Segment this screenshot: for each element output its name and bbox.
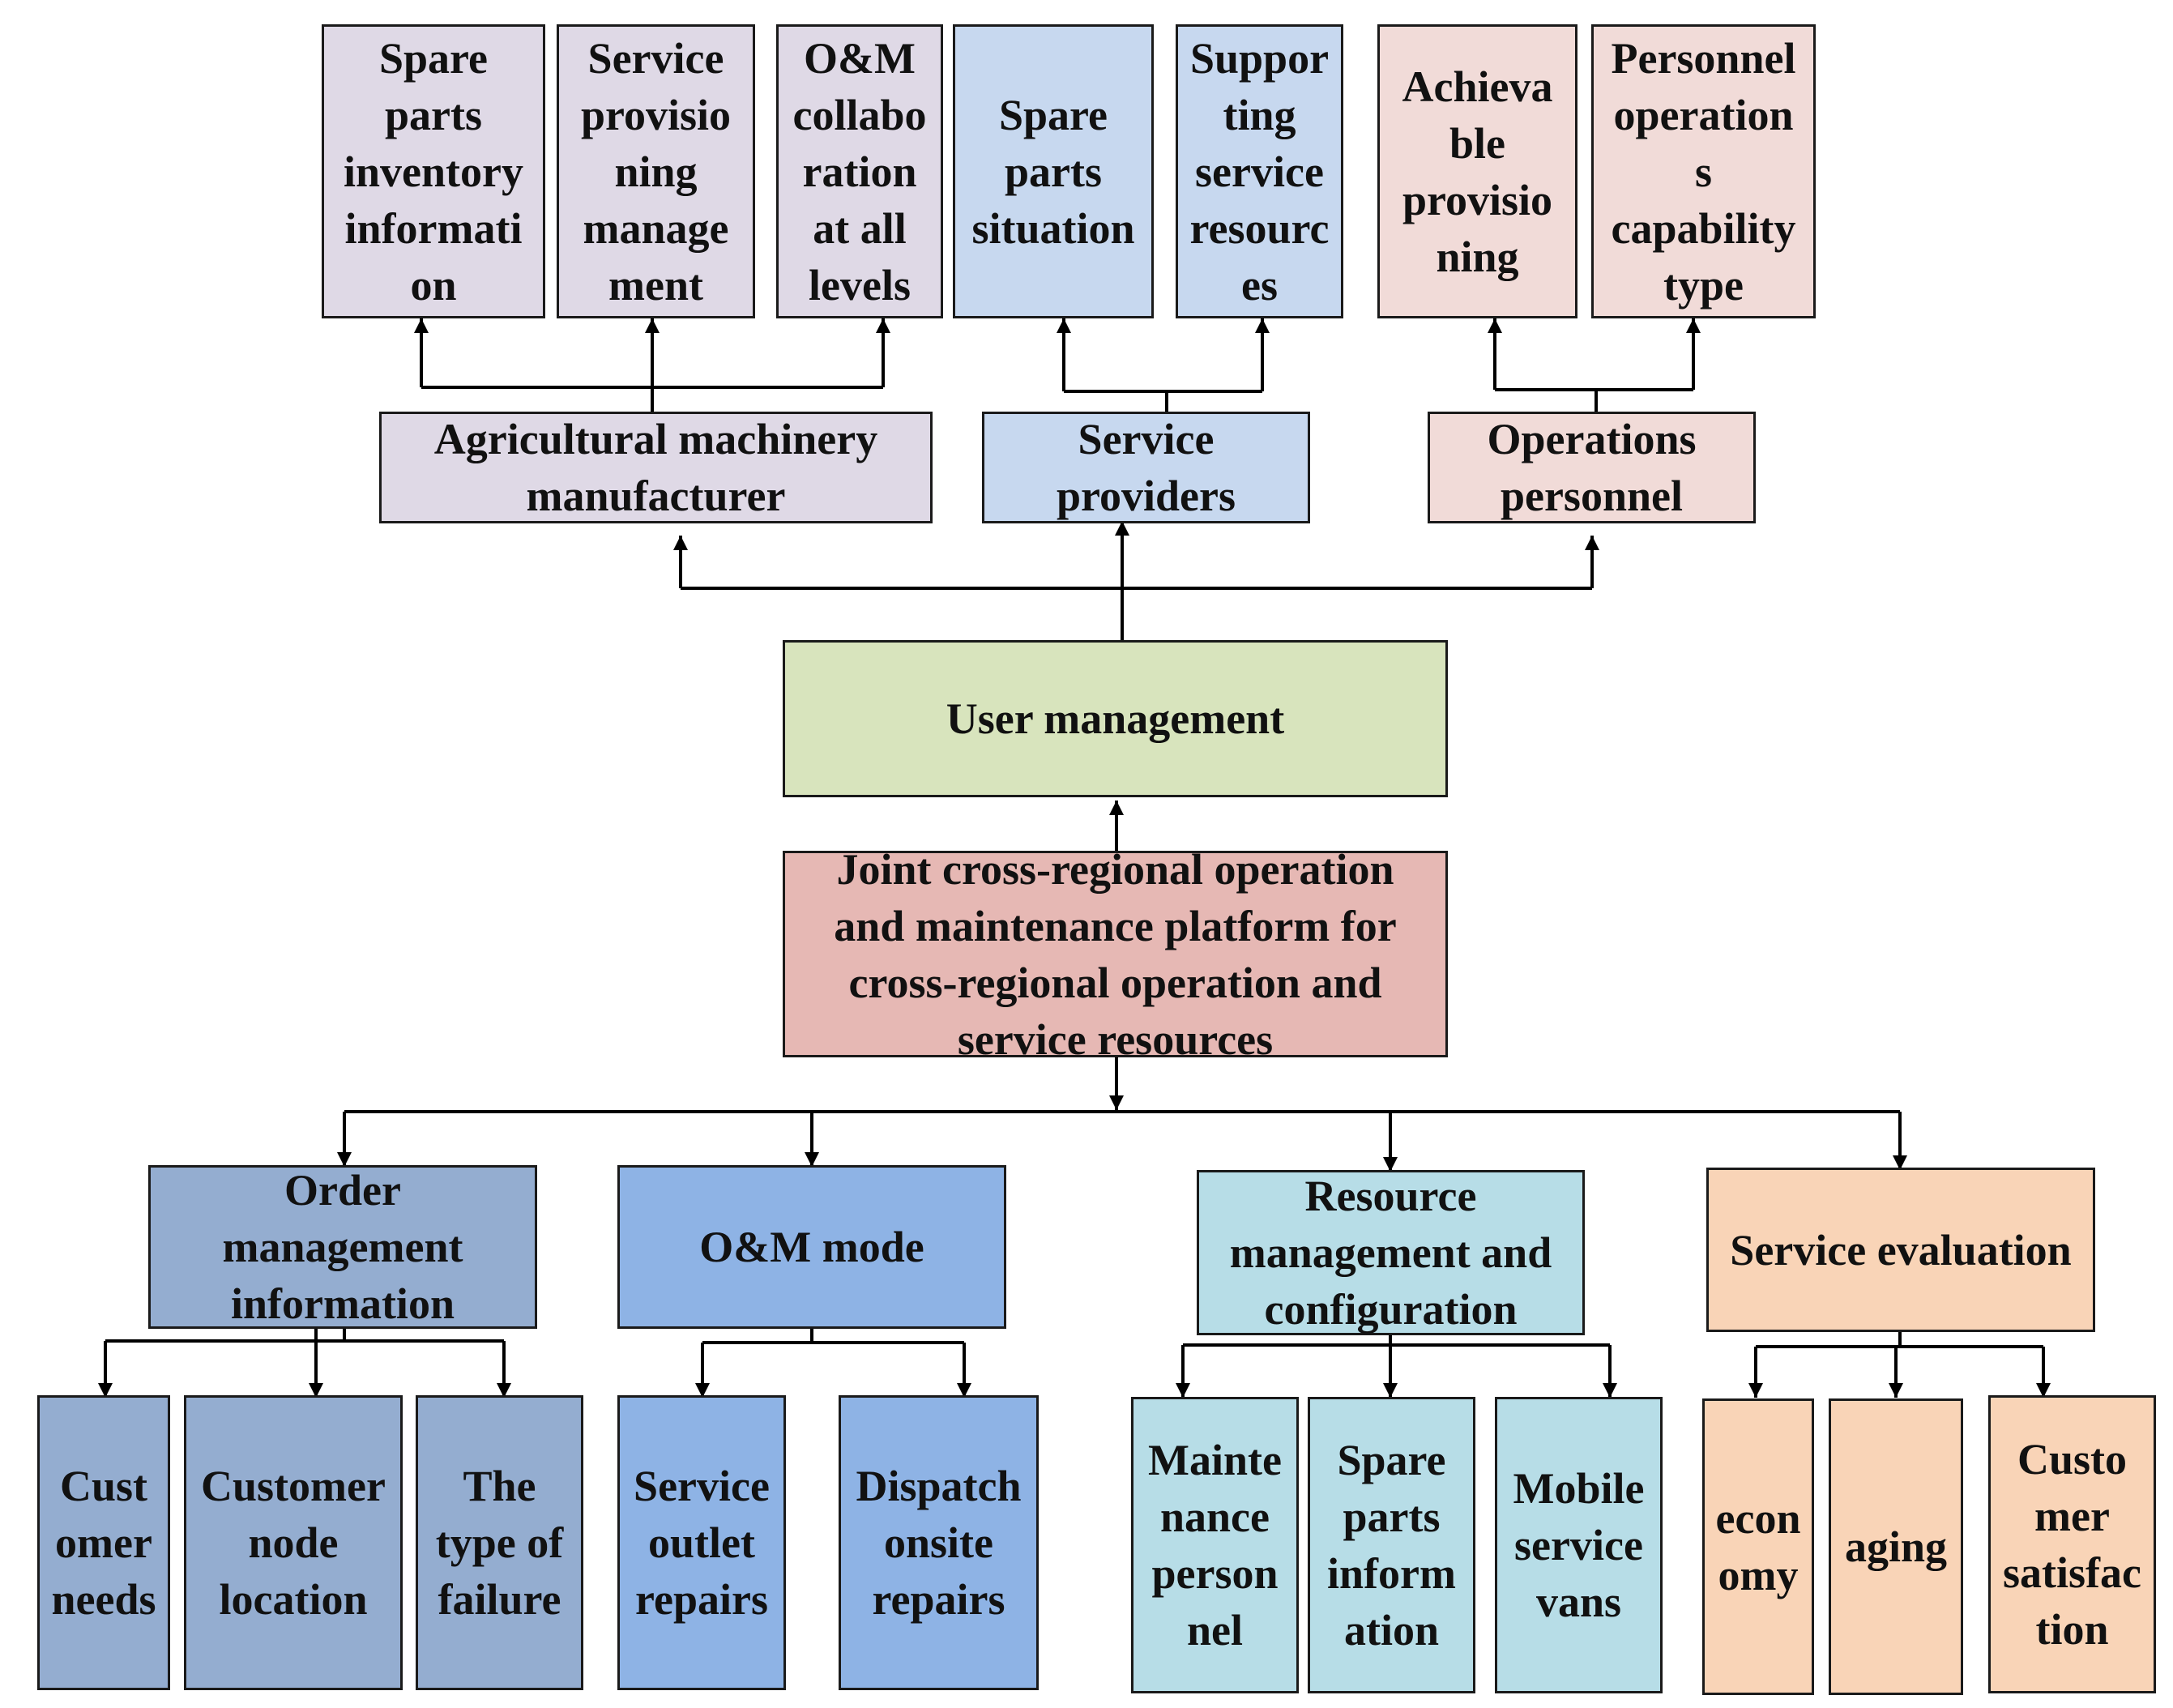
box-label: Mobile service vans	[1513, 1464, 1645, 1626]
box-label: Agricultural machinery manufacturer	[433, 415, 878, 520]
box-service-evaluation: Service evaluation	[1706, 1168, 2095, 1332]
box-label: Dispatch onsite repairs	[856, 1462, 1022, 1624]
box-label: Personnel operation s capability type	[1611, 33, 1796, 310]
box-resource-management-configuration: Resource management and configuration	[1197, 1170, 1585, 1335]
box-label: Customer node location	[201, 1462, 386, 1624]
box-label: The type of failure	[435, 1462, 564, 1624]
box-label: aging	[1844, 1522, 1948, 1571]
box-label: O&M mode	[699, 1223, 924, 1271]
box-label: Mainte nance person nel	[1148, 1436, 1282, 1655]
box-label: User management	[946, 694, 1285, 743]
box-label: Service outlet repairs	[634, 1462, 770, 1624]
box-aging: aging	[1829, 1398, 1963, 1695]
box-dispatch-onsite-repairs: Dispatch onsite repairs	[839, 1395, 1039, 1690]
box-label: Service provisio ning manage ment	[580, 33, 732, 310]
box-label: Achieva ble provisio ning	[1402, 62, 1553, 281]
box-customer-node-location: Customer node location	[184, 1395, 403, 1690]
box-label: Spare parts inform ation	[1327, 1436, 1456, 1655]
box-service-providers: Service providers	[982, 412, 1310, 523]
box-operations-personnel: Operations personnel	[1428, 412, 1756, 523]
box-label: Operations personnel	[1487, 415, 1697, 520]
box-label: Joint cross-regional operation and maint…	[834, 844, 1397, 1064]
box-economy: econ omy	[1702, 1398, 1814, 1695]
box-om-collaboration: O&M collabo ration at all levels	[776, 24, 943, 318]
box-label: econ omy	[1715, 1494, 1801, 1599]
box-agricultural-machinery-manufacturer: Agricultural machinery manufacturer	[379, 412, 933, 523]
box-customer-needs: Cust omer needs	[37, 1395, 170, 1690]
box-maintenance-personnel: Mainte nance person nel	[1131, 1397, 1299, 1693]
box-achievable-provisioning: Achieva ble provisio ning	[1377, 24, 1577, 318]
box-label: Suppor ting service resourc es	[1189, 33, 1330, 310]
box-order-management-information: Order management information	[148, 1165, 537, 1329]
box-spare-parts-situation: Spare parts situation	[953, 24, 1154, 318]
box-mobile-service-vans: Mobile service vans	[1495, 1397, 1663, 1693]
box-spare-parts-inventory-information: Spare parts inventory informati on	[322, 24, 545, 318]
box-user-management: User management	[783, 640, 1448, 797]
box-customer-satisfaction: Custo mer satisfac tion	[1988, 1395, 2156, 1693]
box-personnel-operations-capability-type: Personnel operation s capability type	[1591, 24, 1816, 318]
box-type-of-failure: The type of failure	[416, 1395, 583, 1690]
box-label: Service providers	[1056, 415, 1236, 520]
box-om-mode: O&M mode	[617, 1165, 1006, 1329]
box-label: Spare parts situation	[971, 90, 1135, 253]
box-label: Order management information	[222, 1166, 463, 1328]
box-label: Spare parts inventory informati on	[344, 33, 523, 310]
box-spare-parts-information: Spare parts inform ation	[1308, 1397, 1475, 1693]
box-joint-platform: Joint cross-regional operation and maint…	[783, 845, 1448, 1064]
box-label: O&M collabo ration at all levels	[792, 33, 927, 310]
box-service-outlet-repairs: Service outlet repairs	[617, 1395, 786, 1690]
box-label: Service evaluation	[1730, 1225, 2072, 1275]
box-label: Resource management and configuration	[1229, 1172, 1552, 1334]
box-service-provisioning-management: Service provisio ning manage ment	[557, 24, 755, 318]
box-label: Custo mer satisfac tion	[2003, 1435, 2141, 1654]
box-supporting-service-resources: Suppor ting service resourc es	[1176, 24, 1343, 318]
box-label: Cust omer needs	[51, 1462, 156, 1624]
